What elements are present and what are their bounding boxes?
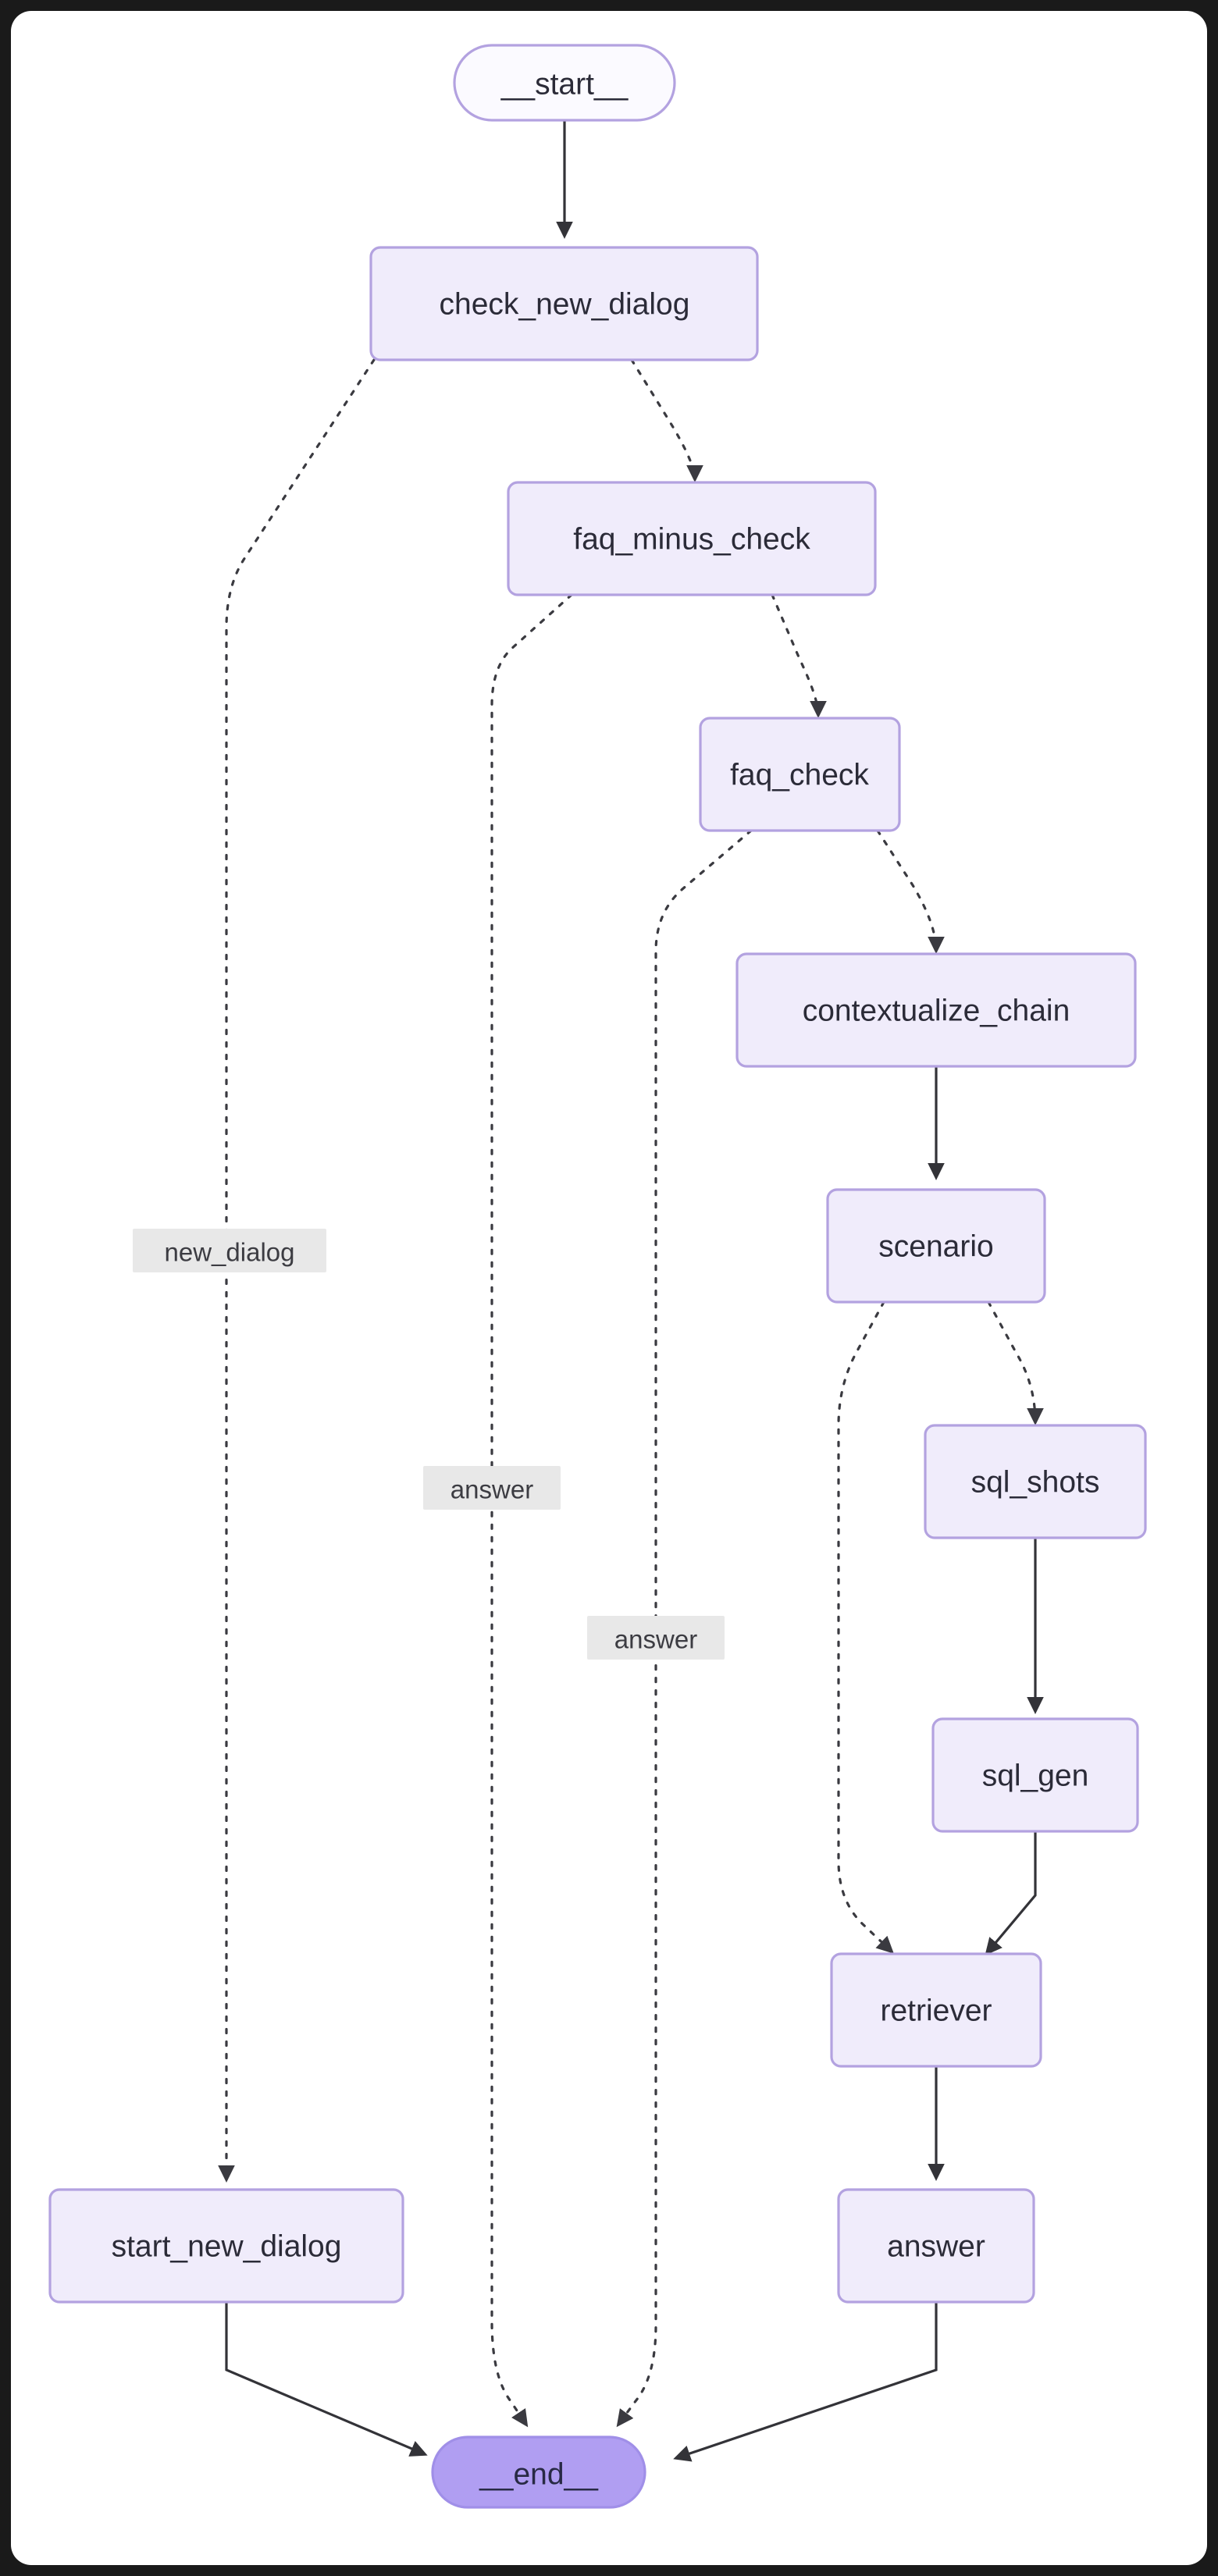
node-retriever[interactable]: retriever <box>830 1952 1042 2068</box>
edge-label-new-dialog: new_dialog <box>133 1229 326 1272</box>
edge-start-new-dialog-to-end <box>225 2302 428 2457</box>
node-retriever-shape[interactable] <box>830 1952 1042 2068</box>
node-sql-shots[interactable]: sql_shots <box>924 1424 1147 1539</box>
edge-label-answer-1: answer <box>423 1466 561 1510</box>
node-faq-minus-check-shape[interactable] <box>507 481 877 596</box>
edge-faq-minus-check-to-faq-check <box>771 593 827 718</box>
node-contextualize-chain-shape[interactable] <box>735 952 1137 1068</box>
edge-faq-check-to-contextualize-chain <box>876 829 945 954</box>
node-start[interactable]: __start__ <box>453 44 676 122</box>
node-end-shape[interactable] <box>431 2435 646 2509</box>
node-start-shape[interactable] <box>453 44 676 122</box>
edge-scenario-to-retriever <box>837 1300 894 1954</box>
node-contextualize-chain[interactable]: contextualize_chain <box>735 952 1137 1068</box>
node-faq-check-shape[interactable] <box>699 717 901 832</box>
edge-label-answer-2: answer <box>587 1616 725 1660</box>
node-start-new-dialog-shape[interactable] <box>48 2188 404 2304</box>
node-end[interactable]: __end__ <box>431 2435 646 2509</box>
edge-label-layer: new_dialog answer answer <box>133 1229 725 1660</box>
edge-label-answer-1-text: answer <box>451 1475 533 1504</box>
edge-label-new-dialog-text: new_dialog <box>165 1238 295 1267</box>
node-scenario-shape[interactable] <box>826 1188 1046 1304</box>
node-sql-gen-shape[interactable] <box>931 1717 1139 1833</box>
edge-check-new-dialog-to-faq-minus-check <box>630 358 703 482</box>
node-start-new-dialog[interactable]: start_new_dialog <box>48 2188 404 2304</box>
edge-check-new-dialog-to-start-new-dialog <box>218 358 376 2183</box>
node-answer[interactable]: answer <box>837 2188 1035 2304</box>
edge-layer <box>218 120 1044 2462</box>
edge-sql-gen-to-retriever <box>985 1831 1037 1956</box>
node-scenario[interactable]: scenario <box>826 1188 1046 1304</box>
diagram-canvas: new_dialog answer answer __start__ <box>11 11 1207 2565</box>
node-sql-gen[interactable]: sql_gen <box>931 1717 1139 1833</box>
edge-faq-minus-check-to-end-answer <box>490 593 573 2428</box>
node-sql-shots-shape[interactable] <box>924 1424 1147 1539</box>
node-check-new-dialog[interactable]: check_new_dialog <box>369 246 759 361</box>
edge-faq-check-to-end-answer <box>616 829 753 2428</box>
node-answer-shape[interactable] <box>837 2188 1035 2304</box>
edge-answer-to-end <box>673 2302 938 2462</box>
edge-label-answer-2-text: answer <box>614 1625 697 1654</box>
node-faq-minus-check[interactable]: faq_minus_check <box>507 481 877 596</box>
node-layer: __start__ check_new_dialog faq_minus_che… <box>48 44 1147 2509</box>
flowchart-svg: new_dialog answer answer __start__ <box>48 44 1147 2509</box>
node-faq-check[interactable]: faq_check <box>699 717 901 832</box>
edge-scenario-to-sql-shots <box>987 1300 1044 1425</box>
node-check-new-dialog-shape[interactable] <box>369 246 759 361</box>
